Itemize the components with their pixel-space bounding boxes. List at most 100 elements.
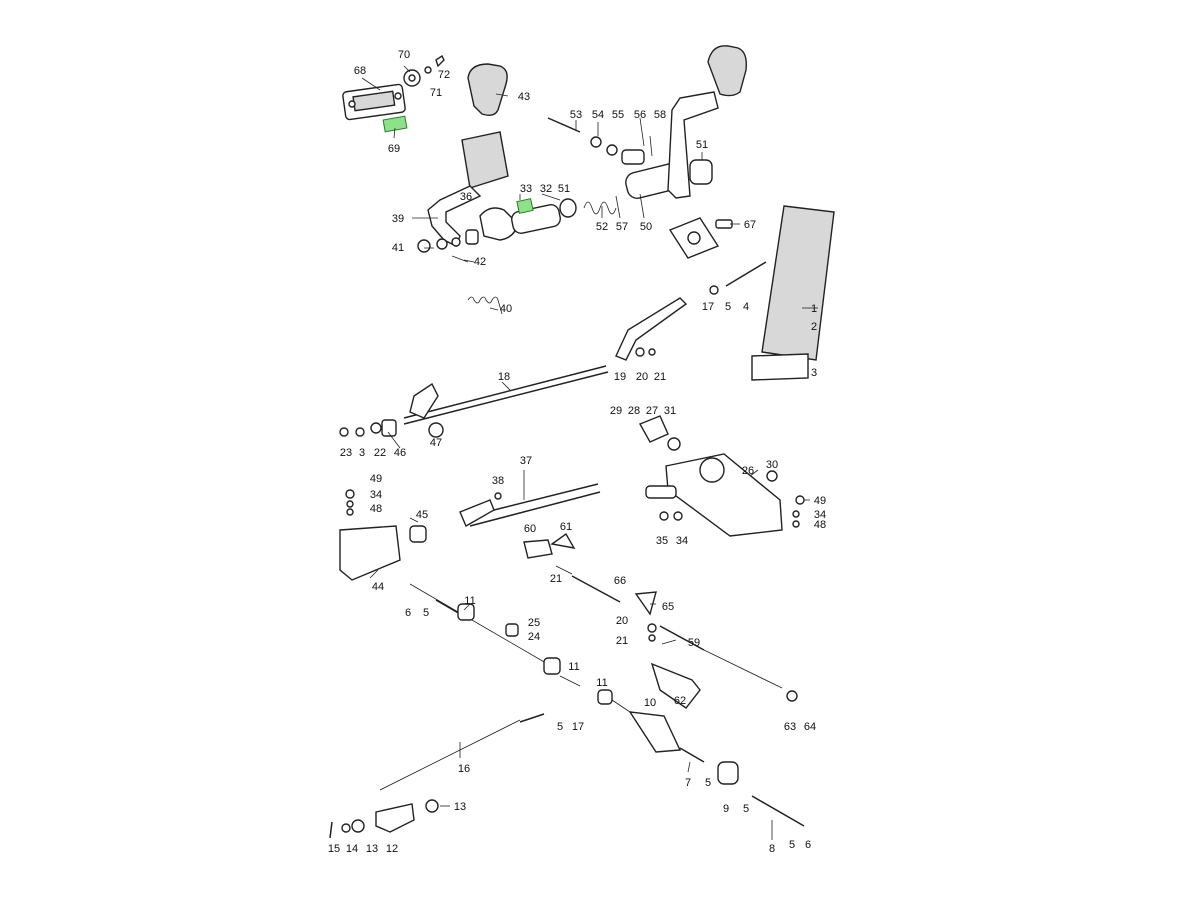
part-label: 23 xyxy=(340,447,352,459)
part-69-highlight xyxy=(382,115,408,133)
part-label: 12 xyxy=(386,843,398,855)
part-label: 41 xyxy=(392,242,404,254)
part-label: 65 xyxy=(662,601,674,613)
part-label: 24 xyxy=(528,631,540,643)
part-label: 60 xyxy=(524,523,536,535)
part-label: 11 xyxy=(596,677,607,689)
part-label: 13 xyxy=(454,801,466,813)
part-43-pad xyxy=(467,63,508,117)
part-37-shaft xyxy=(459,483,601,527)
part-label: 9 xyxy=(723,803,729,815)
part-label: 3 xyxy=(811,367,817,379)
part-label: 64 xyxy=(804,721,816,733)
part-label: 32 xyxy=(540,183,552,195)
part-label: 22 xyxy=(374,447,386,459)
part-label: 8 xyxy=(769,843,775,855)
part-label: 5 xyxy=(705,777,711,789)
part-label: 7 xyxy=(685,777,691,789)
part-label: 38 xyxy=(492,475,504,487)
part-label: 49 xyxy=(370,473,382,485)
part-label: 61 xyxy=(560,521,572,533)
part-26-housing xyxy=(645,453,783,537)
part-label: 66 xyxy=(614,575,626,587)
part-label: 34 xyxy=(676,535,688,547)
part-label: 26 xyxy=(742,465,754,477)
part-label: 48 xyxy=(370,503,382,515)
part-label: 20 xyxy=(616,615,628,627)
part-label: 37 xyxy=(520,455,532,467)
part-label: 5 xyxy=(423,607,429,619)
part-label: 17 xyxy=(572,721,584,733)
part-label: 18 xyxy=(498,371,510,383)
part-label: 31 xyxy=(664,405,676,417)
part-label: 4 xyxy=(743,301,749,313)
part-68-pad xyxy=(342,83,406,121)
part-label: 28 xyxy=(628,405,640,417)
drawing xyxy=(329,45,835,839)
part-label: 3 xyxy=(359,447,365,459)
part-label: 15 xyxy=(328,843,340,855)
part-label: 6 xyxy=(805,839,811,851)
part-label: 49 xyxy=(814,495,826,507)
part-label: 43 xyxy=(518,91,530,103)
part-label: 21 xyxy=(550,573,562,585)
part-label: 5 xyxy=(789,839,795,851)
part-label: 52 xyxy=(596,221,608,233)
part-label: 56 xyxy=(634,109,646,121)
part-39-pedal xyxy=(427,131,509,247)
part-label: 69 xyxy=(388,143,400,155)
leader-lines xyxy=(361,65,818,840)
part-numbers: 70 72 71 68 43 69 53 54 55 56 58 51 33 3… xyxy=(328,49,826,855)
part-label: 21 xyxy=(654,371,666,383)
part-label: 51 xyxy=(558,183,570,195)
part-1-accelerator-pedal xyxy=(751,205,835,381)
part-label: 39 xyxy=(392,213,404,225)
part-33-highlight xyxy=(516,198,534,214)
part-label: 72 xyxy=(438,69,450,81)
part-label: 58 xyxy=(654,109,666,121)
part-label: 6 xyxy=(405,607,411,619)
part-40-spring xyxy=(467,296,503,315)
part-18-shaft xyxy=(403,365,609,425)
part-label: 50 xyxy=(640,221,652,233)
part-label: 71 xyxy=(430,87,442,99)
part-label: 62 xyxy=(674,695,686,707)
part-label: 11 xyxy=(464,595,475,607)
part-label: 45 xyxy=(416,509,428,521)
part-label: 20 xyxy=(636,371,648,383)
part-label: 11 xyxy=(568,661,579,673)
part-label: 14 xyxy=(346,843,358,855)
part-label: 59 xyxy=(688,637,700,649)
part-label: 36 xyxy=(460,191,472,203)
part-label: 40 xyxy=(500,303,512,315)
part-label: 33 xyxy=(520,183,532,195)
part-label: 53 xyxy=(570,109,582,121)
part-label: 63 xyxy=(784,721,796,733)
part-label: 47 xyxy=(430,437,442,449)
part-label: 34 xyxy=(814,509,826,521)
part-label: 25 xyxy=(528,617,540,629)
part-label: 70 xyxy=(398,49,410,61)
part-label: 19 xyxy=(614,371,626,383)
part-label: 44 xyxy=(372,581,384,593)
part-label: 1 xyxy=(811,303,817,315)
part-label: 5 xyxy=(557,721,563,733)
cables xyxy=(379,565,805,827)
part-label: 10 xyxy=(644,697,656,709)
part-label: 51 xyxy=(696,139,708,151)
part-label: 48 xyxy=(814,519,826,531)
part-label: 67 xyxy=(744,219,756,231)
part-label: 55 xyxy=(612,109,624,121)
part-label: 68 xyxy=(354,65,366,77)
part-label: 27 xyxy=(646,405,658,417)
part-label: 57 xyxy=(616,221,628,233)
part-label: 30 xyxy=(766,459,778,471)
part-label: 42 xyxy=(474,256,486,268)
part-label: 46 xyxy=(394,447,406,459)
part-label: 54 xyxy=(592,109,604,121)
part-label: 34 xyxy=(370,489,382,501)
part-label: 17 xyxy=(702,301,714,313)
part-label: 29 xyxy=(610,405,622,417)
part-44-bracket xyxy=(339,525,401,581)
